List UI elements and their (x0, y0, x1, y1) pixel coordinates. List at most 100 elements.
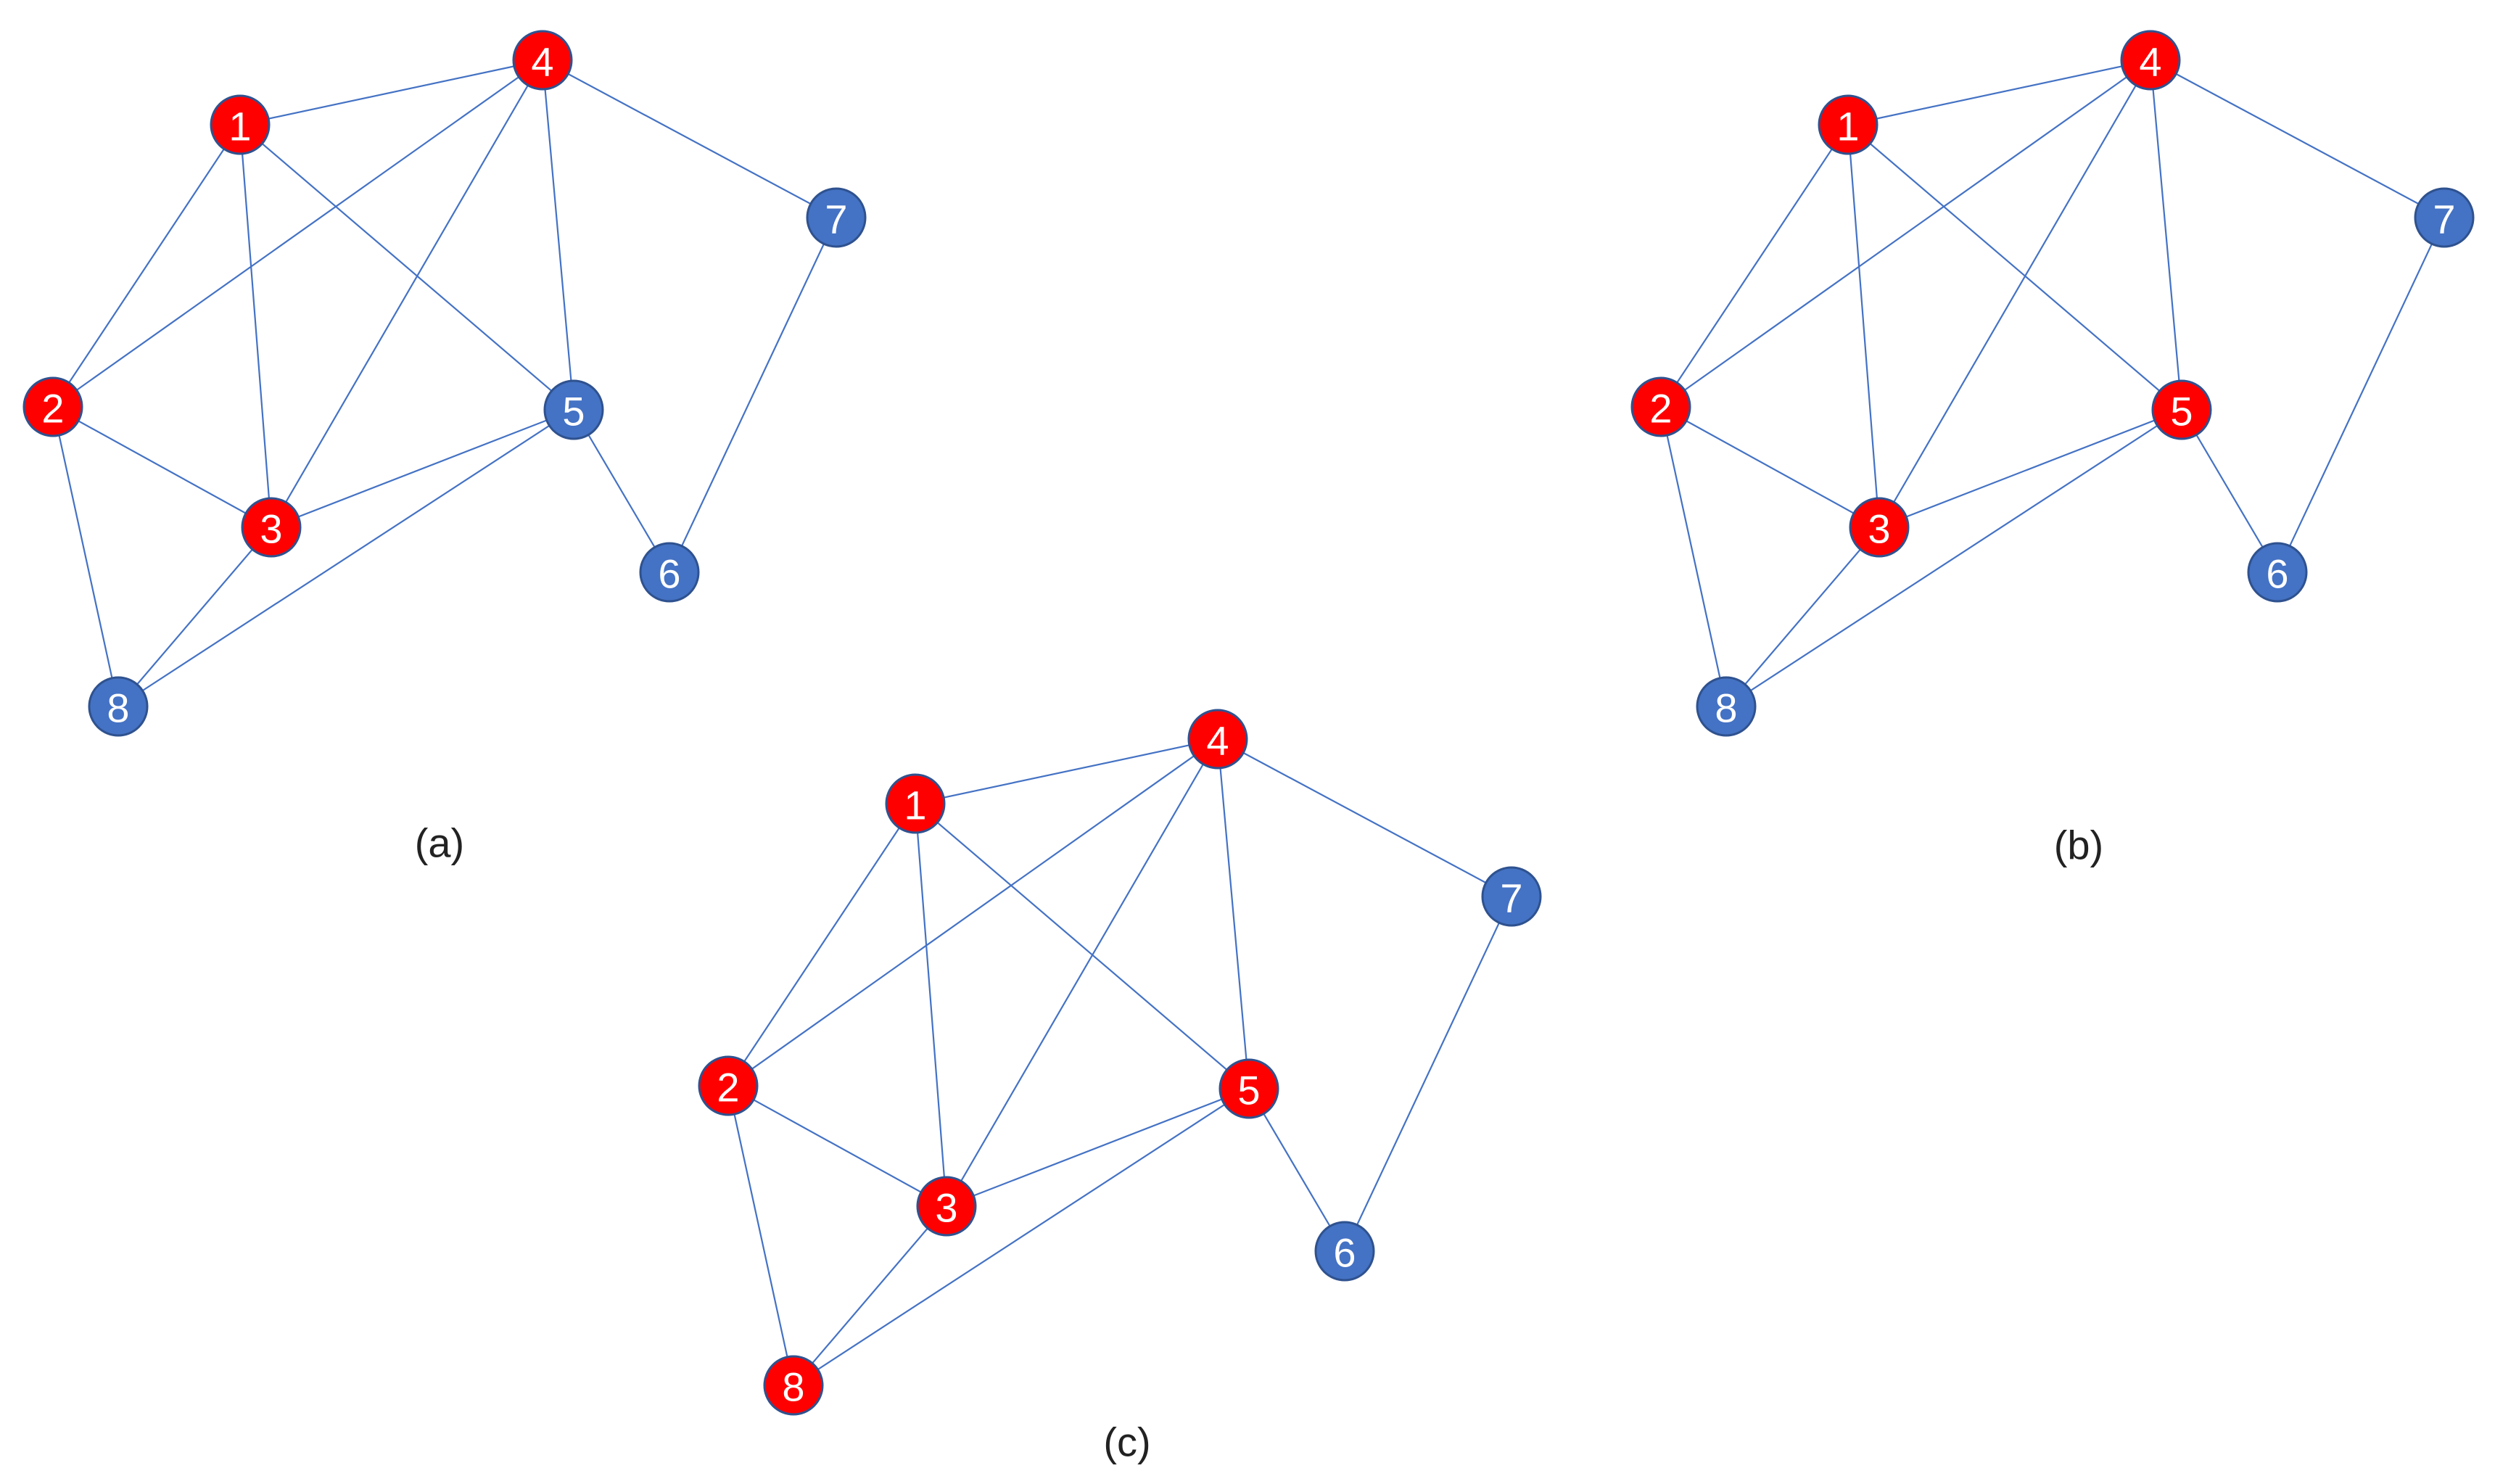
node-1: 1 (1818, 94, 1879, 155)
node-2: 2 (698, 1055, 759, 1116)
node-circle-7 (806, 187, 867, 248)
node-circle-1 (885, 773, 946, 834)
node-circle-4 (1187, 709, 1248, 770)
panel-a: 1 2 3 4 5 6 7 8 (a) (22, 30, 867, 866)
node-circle-5 (2151, 379, 2212, 440)
node-label-7: 7 (2433, 197, 2455, 242)
edge-3-8 (1725, 527, 1880, 707)
node-1: 1 (210, 94, 271, 155)
edge-3-5 (946, 1087, 1250, 1208)
edge-5-6 (2181, 409, 2278, 573)
edge-4-2 (52, 59, 543, 408)
edge-5-6 (1248, 1088, 1345, 1252)
edge-4-3 (946, 738, 1218, 1207)
node-circle-6 (639, 542, 700, 603)
panel-caption-c: (c) (1103, 1419, 1150, 1465)
node-label-4: 4 (531, 39, 553, 85)
node-label-8: 8 (782, 1364, 804, 1410)
edge-1-5 (915, 803, 1250, 1089)
node-6: 6 (1314, 1221, 1375, 1282)
node-5: 5 (543, 379, 604, 440)
edge-4-7 (2150, 59, 2445, 218)
edge-5-8 (1725, 409, 2182, 707)
node-circle-5 (1218, 1058, 1279, 1119)
node-circle-2 (698, 1055, 759, 1116)
node-circle-8 (1696, 676, 1757, 737)
edge-2-3 (52, 406, 272, 528)
node-circle-8 (88, 676, 149, 737)
edge-7-6 (2277, 217, 2445, 573)
node-label-6: 6 (658, 551, 680, 597)
node-label-1: 1 (904, 783, 926, 828)
node-label-7: 7 (1500, 875, 1522, 921)
node-1: 1 (885, 773, 946, 834)
edge-4-2 (1660, 59, 2151, 408)
edge-4-5 (2149, 59, 2183, 411)
edge-4-3 (1879, 59, 2151, 528)
edge-1-4 (239, 59, 543, 126)
node-label-4: 4 (2139, 39, 2161, 85)
edge-3-8 (117, 527, 272, 707)
edge-4-7 (1217, 738, 1512, 897)
node-label-6: 6 (2266, 551, 2288, 597)
node-label-2: 2 (41, 386, 64, 432)
node-label-6: 6 (1333, 1230, 1356, 1276)
node-circle-6 (1314, 1221, 1375, 1282)
node-5: 5 (1218, 1058, 1279, 1119)
edge-2-3 (727, 1085, 947, 1207)
edge-2-8 (51, 406, 120, 707)
edge-2-8 (727, 1085, 795, 1386)
node-circle-8 (763, 1355, 824, 1416)
node-circle-7 (2414, 187, 2475, 248)
node-circle-1 (210, 94, 271, 155)
edge-4-5 (541, 59, 575, 411)
edge-1-5 (1847, 124, 2182, 411)
edge-1-2 (727, 803, 916, 1087)
node-4: 4 (1187, 709, 1248, 770)
edge-3-8 (793, 1205, 947, 1386)
edge-7-6 (1344, 896, 1512, 1252)
edges (727, 738, 1512, 1386)
node-8: 8 (763, 1355, 824, 1416)
node-label-2: 2 (717, 1065, 739, 1110)
node-7: 7 (2414, 187, 2475, 248)
node-label-3: 3 (935, 1185, 957, 1231)
node-circle-4 (2120, 30, 2181, 91)
node-label-5: 5 (1237, 1068, 1260, 1113)
node-8: 8 (1696, 676, 1757, 737)
edge-4-7 (542, 59, 837, 218)
node-3: 3 (1849, 497, 1910, 558)
node-label-7: 7 (825, 197, 847, 242)
node-label-3: 3 (1868, 506, 1890, 552)
node-4: 4 (2120, 30, 2181, 91)
node-circle-2 (22, 376, 83, 437)
edge-1-4 (915, 738, 1218, 805)
node-6: 6 (639, 542, 700, 603)
edge-1-2 (52, 124, 241, 408)
node-label-2: 2 (1649, 386, 1672, 432)
node-circle-6 (2247, 542, 2308, 603)
panel-c: 1 2 3 4 5 6 7 8 (c) (698, 709, 1542, 1465)
node-label-3: 3 (260, 506, 282, 552)
edge-2-3 (1660, 406, 1880, 528)
node-label-5: 5 (562, 389, 585, 434)
node-2: 2 (1630, 376, 1691, 437)
edge-5-6 (573, 409, 670, 573)
edge-1-3 (1847, 124, 1881, 528)
edge-3-5 (1879, 408, 2182, 529)
node-circle-3 (241, 497, 302, 558)
node-circle-3 (1849, 497, 1910, 558)
panel-caption-a: (a) (415, 820, 464, 866)
node-3: 3 (916, 1176, 977, 1237)
node-label-8: 8 (107, 685, 129, 731)
edge-7-6 (669, 217, 837, 573)
node-circle-2 (1630, 376, 1691, 437)
node-label-1: 1 (228, 104, 251, 149)
node-label-4: 4 (1206, 718, 1229, 764)
edge-5-8 (793, 1088, 1250, 1386)
edge-4-3 (271, 59, 543, 528)
edge-5-8 (117, 409, 574, 707)
edges (51, 59, 837, 707)
